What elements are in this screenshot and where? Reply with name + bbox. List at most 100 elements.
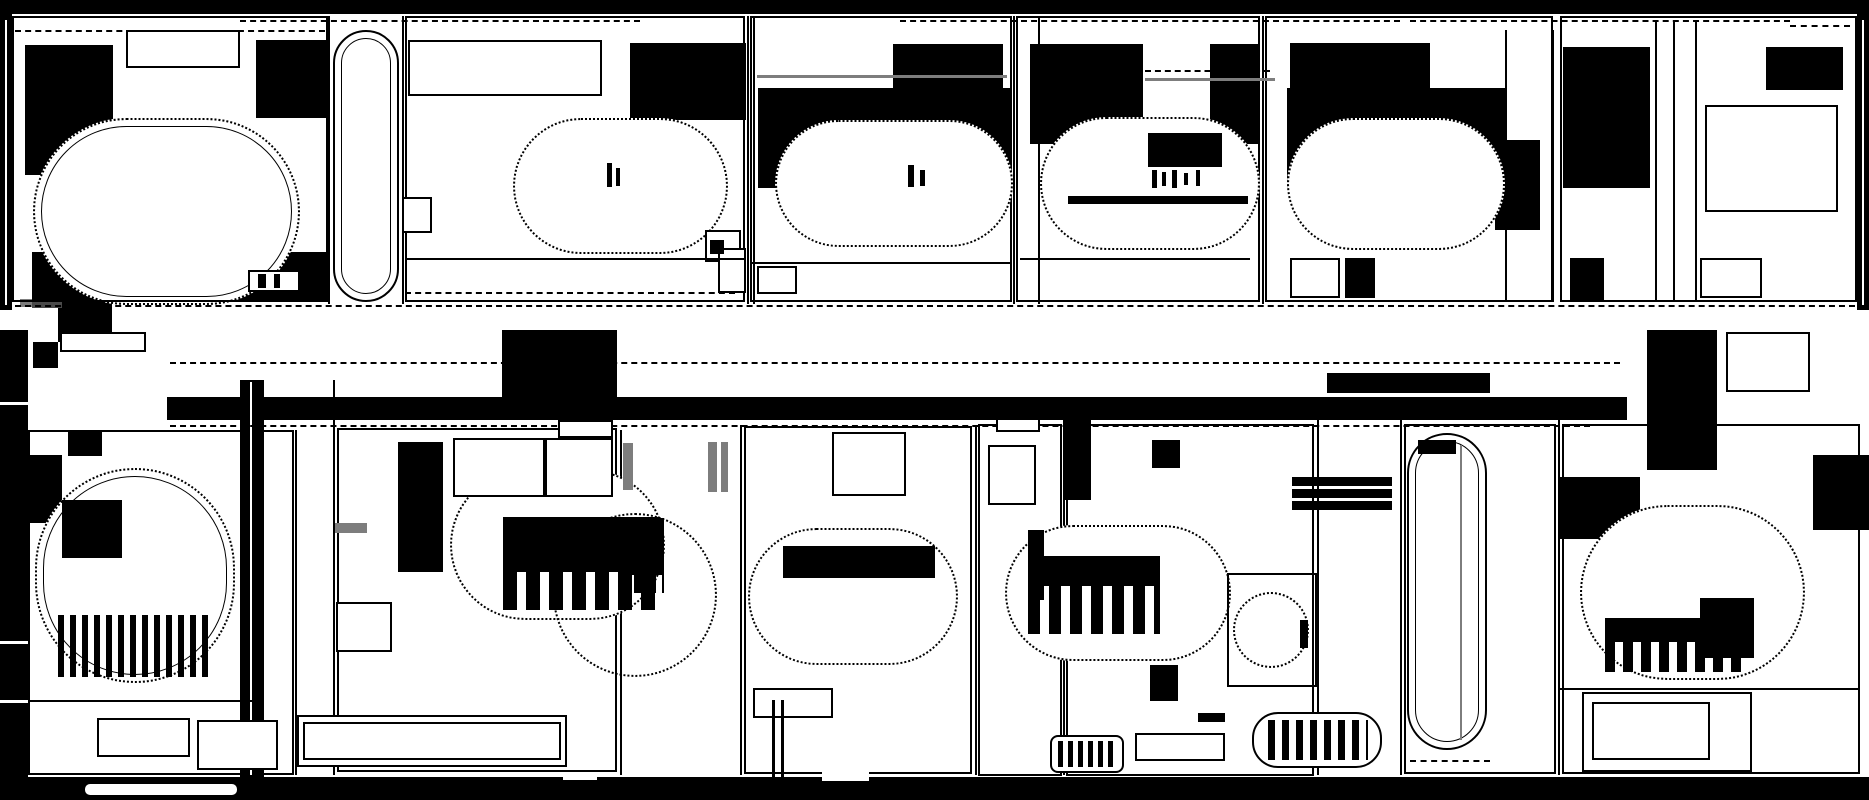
left-rail-notch-3 [0,700,28,703]
card-b1-barcode [58,615,212,677]
card-b8-foot-box-inner [1592,702,1710,760]
card-f-vline-3 [1695,20,1697,300]
card-b-frame [405,16,745,302]
pill-bottom-inner-outline [1415,441,1479,742]
top-dash-2 [900,20,1400,22]
card-b-dash [405,292,735,294]
card-c-foot-box [757,266,797,294]
card-f-vline-1 [1655,20,1657,300]
sep-top-1 [328,16,330,304]
card-b6-comb-teeth [1028,586,1160,634]
card-b3-foot-box [753,688,833,718]
left-rail-bottom [0,330,28,777]
card-b2-mid-teeth [620,575,664,593]
card-b7-bar-3 [1292,501,1392,510]
card-b2-gray-bar [335,523,367,533]
card-f-frame [1560,16,1857,302]
card-b1-top-chip [68,432,102,456]
card-b5-stripes [1058,741,1116,767]
card-b2-top-box-2 [545,438,613,497]
card-b6-foot-box [1135,733,1225,761]
left-rail-line [5,20,7,305]
circle-blob-b6 [1233,592,1309,668]
card-c-gray-rule [757,75,1007,78]
card-f-foot-box [1700,258,1762,298]
card-b-baseline [405,258,745,260]
card-b2-gray-stripe-1 [623,443,633,490]
card-b7-bar-1 [1292,477,1392,486]
top-bar [0,0,1869,14]
card-c-tick-1 [908,165,914,187]
sep-top-2 [402,16,404,304]
mid-dash-3 [170,425,1590,427]
card-b5-box-2 [996,418,1040,432]
card-b6-circle-tick [1300,620,1308,648]
card-f-dash [1790,25,1850,27]
sep-bot-5 [975,425,977,775]
card-a-chip-tick-2 [274,274,280,288]
sep-bot-2 [333,380,335,775]
card-b8-black-right [1813,455,1869,530]
card-d-tick-2 [1162,172,1166,186]
card-b1-footline [30,700,260,702]
card-b2-gray-stripe-2 [708,442,717,492]
bottombar-chip-2 [822,770,869,781]
card-b8-footline [1560,688,1860,690]
card-b3-vline-1 [772,700,775,777]
card-b6-foot-chip [1198,713,1225,722]
card-c-baseline [750,262,1010,264]
card-b1-rail [240,380,264,777]
sep-top-5 [1013,16,1015,304]
card-d-tick-3 [1172,170,1177,188]
sep-bot-9 [1558,420,1560,775]
card-b2-gray-stripe-3 [721,442,728,492]
bottom-bar [0,777,1869,800]
sep-top-9 [1552,30,1554,302]
card-d-tick-4 [1184,173,1188,185]
sep-bot-8 [1400,420,1402,775]
card-b6-black-chip [1152,440,1180,468]
pill-top [333,30,399,302]
sep-top-7 [1262,16,1264,304]
stadium-blob-e [1287,118,1505,250]
card-b-mini-box-2 [718,248,746,293]
card-d-frame [1016,16,1260,302]
card-b-black-right [630,43,746,120]
card-b1-foot-box-2 [197,720,278,770]
sep-bot-1 [295,430,297,775]
mid-dash-1 [15,305,1855,307]
top-dash-1 [240,20,640,22]
mid-box-left [60,332,146,352]
stadium-blob-b [513,118,728,254]
card-f-vline-2 [1673,20,1675,300]
card-b2-black-left [398,442,443,572]
card-f-black-left [1563,47,1650,188]
card-b2-top-chip [558,420,613,438]
card-f-black-top [1766,47,1843,90]
card-b3-vline-2 [781,700,784,777]
card-b6-comb-band [1028,556,1160,586]
card-d-inner-black [1148,133,1222,167]
card-b6-black-col [1065,420,1091,500]
card-b6-square-frame [1227,573,1317,687]
bottombar-pill [85,784,237,795]
sep-top-4 [753,16,755,304]
card-d-gray-rule [1145,78,1275,81]
card-b1-inner-black [62,500,122,558]
top-dash-3 [1410,20,1790,22]
card-b1-rail-line [250,382,252,775]
card-f-foot-black [1570,258,1604,300]
mid-dash-2 [170,362,1620,364]
card-b-side-box [402,197,432,233]
card-d-baseline [1020,258,1250,260]
right-mid-block [1647,330,1717,470]
card-b3-top-box [832,432,906,496]
card-c-top-right-black [893,44,1003,117]
card-a-baseline [15,300,330,302]
card-b7-bar-2 [1292,489,1392,498]
card-d-dash [1145,70,1270,72]
card-e-foot-black [1345,258,1375,298]
sep-bot-4 [740,425,742,775]
card-b2-side-box [336,602,392,652]
